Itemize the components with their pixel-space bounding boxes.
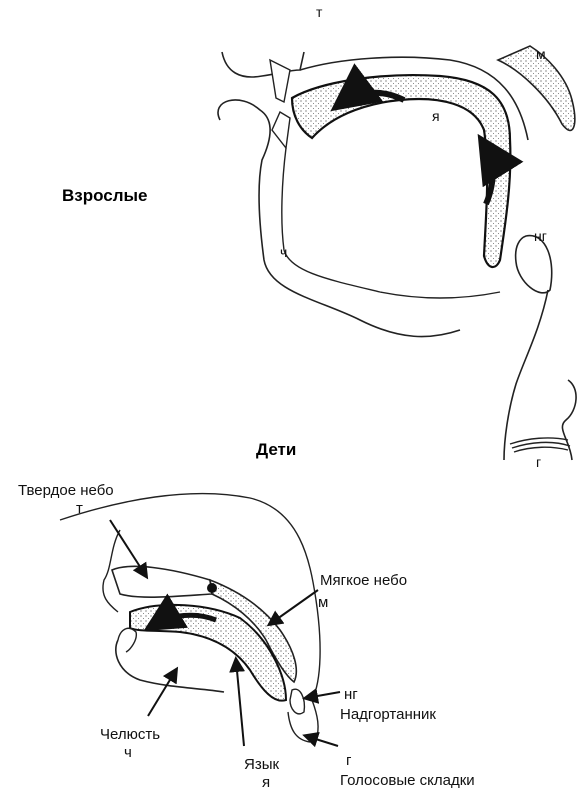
adult-tongue — [292, 75, 510, 267]
label-jaw: Челюсть — [100, 726, 160, 743]
pointer-soft-palate — [270, 590, 318, 624]
label-hard-palate: Твердое небо — [18, 482, 114, 499]
adult-neck-outline — [562, 380, 576, 460]
child-hard-palate — [112, 566, 212, 597]
label-epiglottis: Надгортанник — [340, 706, 436, 723]
adult-mark-g: г — [536, 454, 541, 470]
adult-mandible-outline — [282, 148, 500, 298]
label-jaw-mark: ч — [124, 744, 132, 761]
child-title: Дети — [256, 440, 296, 460]
label-soft-palate: Мягкое небо — [320, 572, 407, 589]
adult-mark-ch: ч — [280, 244, 287, 260]
label-hard-palate-mark: т — [76, 500, 83, 517]
adult-upper-teeth — [270, 60, 290, 102]
child-palate-junction — [207, 583, 217, 593]
label-soft-palate-mark: м — [318, 594, 328, 611]
label-tongue: Язык — [244, 756, 279, 773]
adult-pharynx-wall — [504, 290, 548, 460]
adult-title: Взрослые — [62, 186, 148, 206]
pointer-tongue — [236, 660, 244, 746]
adult-mark-t: т — [316, 4, 322, 20]
label-tongue-mark: я — [262, 774, 270, 791]
adult-mark-ng: нг — [534, 228, 547, 244]
child-chin-outline — [118, 628, 136, 652]
label-epiglottis-mark: нг — [344, 686, 358, 703]
label-vocal-folds: Голосовые складки — [340, 772, 475, 789]
pointer-vocal-folds — [306, 736, 338, 746]
adult-mark-ya: я — [432, 108, 440, 124]
child-head-outline — [60, 494, 320, 700]
adult-upper-jaw-outline — [222, 52, 304, 77]
adult-epiglottis — [516, 236, 552, 293]
adult-vocal-folds — [510, 438, 570, 452]
child-epiglottis — [290, 689, 304, 714]
adult-lower-lip-outline — [218, 100, 460, 337]
pointer-jaw — [148, 670, 176, 716]
adult-mark-m: м — [536, 46, 546, 62]
child-lower-jaw — [116, 640, 224, 692]
adult-lower-teeth — [272, 112, 290, 148]
label-vocal-folds-mark: г — [346, 752, 351, 769]
pointer-epiglottis — [306, 692, 340, 698]
